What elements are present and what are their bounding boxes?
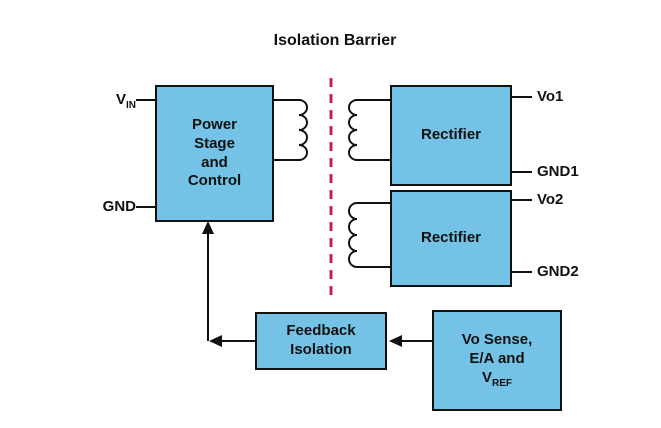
rectifier1-label: Rectifier	[420, 126, 482, 144]
diagram-title: Isolation Barrier	[273, 32, 397, 49]
feedback-isolation-block: Feedback Isolation	[255, 312, 387, 370]
vref-subscript: REF	[492, 377, 512, 389]
gnd2-label: GND2	[537, 263, 579, 280]
vo-sense-block: Vo Sense, E/A and VREF	[432, 310, 562, 411]
vref-base: V	[481, 368, 492, 386]
power-stage-label-line: Control	[187, 172, 242, 190]
feedback-isolation-label-line: Isolation	[290, 341, 352, 358]
power-stage-label-line: Power	[191, 116, 237, 133]
gnd1-label: GND1	[537, 163, 579, 180]
vo-sense-label-line: E/A and	[469, 349, 525, 367]
vo-sense-label-line: VREF	[482, 369, 512, 391]
feedback-up-arrowhead	[202, 221, 214, 234]
vo2-label: Vo2	[537, 191, 564, 208]
feedback-output-arrowhead	[209, 335, 222, 347]
vin-label-subscript: IN	[126, 100, 136, 111]
vosense-feedback-arrowhead	[389, 335, 402, 347]
rectifier1-block: Rectifier	[390, 85, 512, 186]
vo-sense-label-line: Vo Sense,	[461, 331, 533, 348]
rectifier2-label: Rectifier	[420, 229, 482, 247]
transformer-secondary2-coil	[348, 202, 358, 268]
rectifier2-block: Rectifier	[390, 190, 512, 287]
vin-label: VIN	[96, 91, 136, 111]
power-stage-block: Power Stage and Control	[155, 85, 274, 222]
transformer-secondary1-coil	[348, 99, 358, 161]
feedback-isolation-label-line: Feedback	[286, 322, 356, 340]
vo1-label: Vo1	[537, 88, 564, 105]
transformer-primary-coil	[298, 99, 308, 161]
gnd-label: GND	[102, 198, 136, 215]
vin-label-base: V	[115, 91, 126, 108]
power-stage-label-line: and	[201, 153, 228, 171]
power-stage-label-line: Stage	[194, 134, 235, 152]
